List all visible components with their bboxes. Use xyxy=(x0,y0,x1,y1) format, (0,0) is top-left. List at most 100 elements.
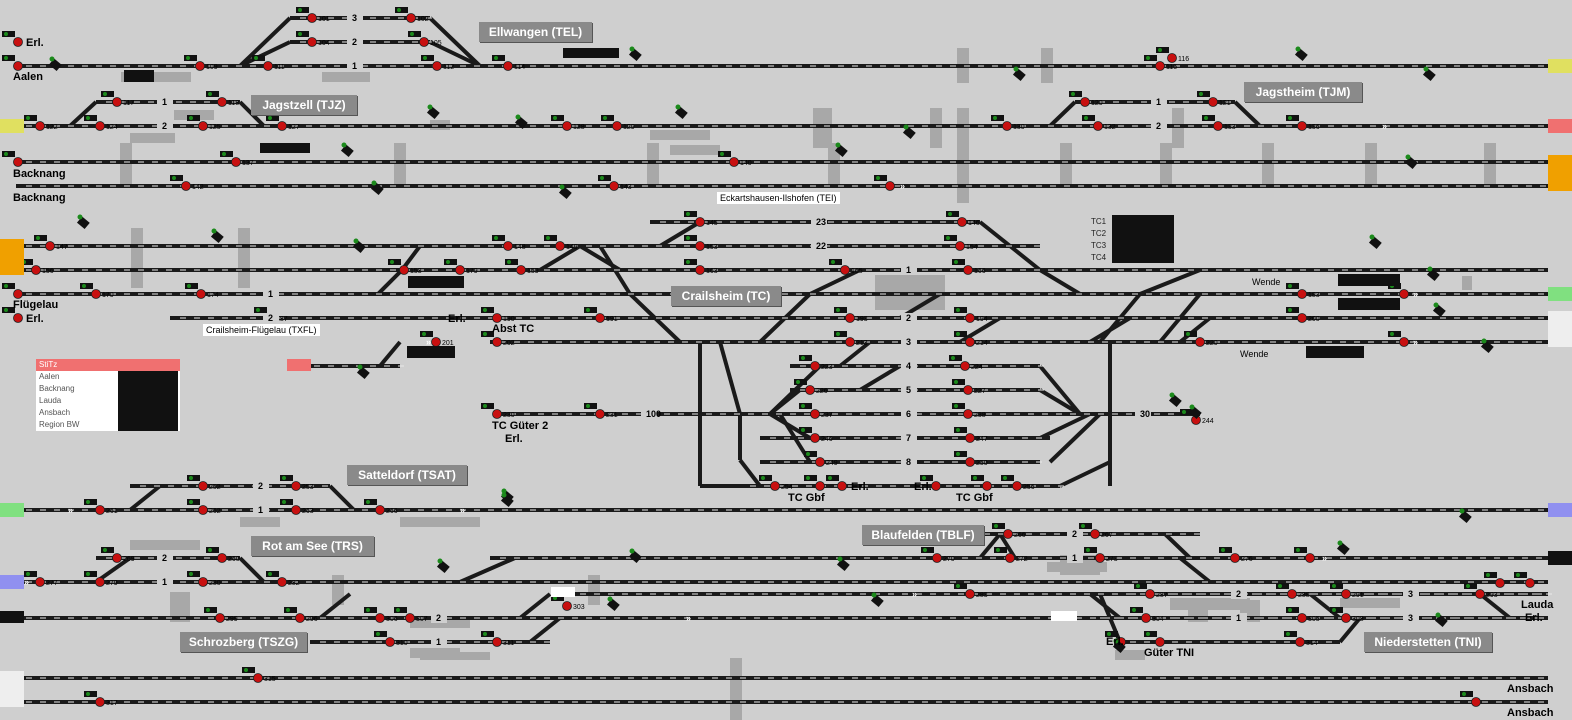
station-box-ellwangen[interactable]: Ellwangen (TEL) xyxy=(479,22,592,42)
station-box-schrozberg[interactable]: Schrozberg (TSZG) xyxy=(180,632,307,652)
switch-lever-32[interactable] xyxy=(1188,406,1202,420)
signal-314[interactable] xyxy=(1295,637,1305,647)
signal-125[interactable] xyxy=(198,121,208,131)
signal-279[interactable] xyxy=(95,577,105,587)
edge-connector-backnang-east[interactable] xyxy=(1548,155,1572,191)
crossover-50[interactable] xyxy=(518,592,552,620)
signal-146[interactable] xyxy=(957,217,967,227)
signal-79[interactable] xyxy=(837,481,847,491)
crossover-38[interactable] xyxy=(738,458,762,488)
signal-118[interactable] xyxy=(217,97,227,107)
train-number-box-1[interactable] xyxy=(563,48,619,58)
crossover-8[interactable] xyxy=(376,268,404,296)
crossover-2[interactable] xyxy=(239,40,291,68)
switch-lever-34[interactable] xyxy=(1434,614,1448,628)
signal-304[interactable] xyxy=(1141,613,1151,623)
edge-connector-blaufelden-east[interactable] xyxy=(1548,551,1572,565)
signal-249[interactable] xyxy=(815,457,825,467)
train-number-box-3[interactable] xyxy=(407,346,455,358)
signal-191[interactable] xyxy=(595,313,605,323)
signal-179[interactable] xyxy=(455,265,465,275)
signal-63[interactable] xyxy=(1399,337,1409,347)
crossover-35[interactable] xyxy=(1048,412,1102,464)
signal-156[interactable] xyxy=(31,265,41,275)
switch-lever-3[interactable] xyxy=(340,144,354,158)
signal-82[interactable] xyxy=(982,481,992,491)
signal-142[interactable] xyxy=(181,181,191,191)
signal-260[interactable] xyxy=(217,553,227,563)
label-ansbach-1[interactable]: Ansbach xyxy=(1507,683,1554,695)
crossover-29[interactable] xyxy=(768,388,802,416)
crossover-16[interactable] xyxy=(1038,268,1082,296)
switch-lever-13[interactable] xyxy=(1422,68,1436,82)
signal-129[interactable] xyxy=(612,121,622,131)
signal-283[interactable] xyxy=(965,589,975,599)
crossover-45[interactable] xyxy=(978,532,1002,560)
switch-lever-4[interactable] xyxy=(370,182,384,196)
signal-253[interactable] xyxy=(291,481,301,491)
crossover-4[interactable] xyxy=(68,100,98,128)
signal-121[interactable] xyxy=(1208,97,1218,107)
label-abst-tc[interactable]: Abst TC xyxy=(492,323,535,335)
signal-277[interactable] xyxy=(35,577,45,587)
signal-31[interactable] xyxy=(885,181,895,191)
signal-230[interactable] xyxy=(492,409,502,419)
signal-317[interactable] xyxy=(95,697,105,707)
signal-170[interactable] xyxy=(91,289,101,299)
train-number-box-5[interactable] xyxy=(1338,298,1400,310)
direction-arrow-3[interactable]: » xyxy=(1413,337,1418,347)
train-number-box-2[interactable] xyxy=(408,276,464,288)
crossover-7[interactable] xyxy=(1233,100,1262,128)
signal-307[interactable] xyxy=(405,613,415,623)
switch-lever-27[interactable] xyxy=(628,550,642,564)
label-erl-aalen[interactable]: Erl. xyxy=(26,37,44,49)
signal-137[interactable] xyxy=(231,157,241,167)
signal-114[interactable] xyxy=(503,61,513,71)
signal-112[interactable] xyxy=(432,61,442,71)
signal-148[interactable] xyxy=(503,241,513,251)
signal-201[interactable] xyxy=(431,337,441,347)
region-legend[interactable]: StiTz Aalen Backnang Lauda Ansbach Regio… xyxy=(36,359,180,431)
signal-153[interactable] xyxy=(695,241,705,251)
direction-arrow-0[interactable]: » xyxy=(1382,121,1387,131)
direction-arrow-4[interactable]: » xyxy=(460,505,465,515)
signal-269[interactable] xyxy=(112,553,122,563)
signal-226[interactable] xyxy=(805,385,815,395)
direction-arrow-8[interactable]: » xyxy=(68,505,73,515)
label-erl-tni[interactable]: Erl. xyxy=(1106,636,1124,648)
crossover-46[interactable] xyxy=(1163,532,1192,560)
label-lauda[interactable]: Lauda xyxy=(1521,599,1554,611)
switch-lever-20[interactable] xyxy=(352,240,366,254)
edge-connector-ansbach-west[interactable] xyxy=(0,671,24,707)
switch-lever-0[interactable] xyxy=(48,58,62,72)
signal-263[interactable] xyxy=(291,505,301,515)
signal-133[interactable] xyxy=(1213,121,1223,131)
signal-81[interactable] xyxy=(931,481,941,491)
edge-connector-stitz[interactable] xyxy=(287,359,311,371)
signal-127[interactable] xyxy=(277,121,287,131)
crossover-20[interactable] xyxy=(718,341,742,415)
edge-connector-schrozberg-west[interactable] xyxy=(0,611,24,623)
signal-227[interactable] xyxy=(963,385,973,395)
switch-lever-1[interactable] xyxy=(76,216,90,230)
signal-35[interactable] xyxy=(13,313,23,323)
signal-247[interactable] xyxy=(965,433,975,443)
crossover-34[interactable] xyxy=(1039,412,1091,440)
label-gueter-tni[interactable]: Güter TNI xyxy=(1144,647,1195,659)
signal-149[interactable] xyxy=(555,241,565,251)
signal-254[interactable] xyxy=(770,481,780,491)
station-box-jagstzell[interactable]: Jagstzell (TJZ) xyxy=(251,95,357,115)
signal-308[interactable] xyxy=(1341,613,1351,623)
label-tc-gbf-1[interactable]: TC Gbf xyxy=(788,492,825,504)
signal-154[interactable] xyxy=(955,241,965,251)
station-box-rotamsee[interactable]: Rot am See (TRS) xyxy=(251,536,374,556)
signal-128[interactable] xyxy=(562,121,572,131)
signal-250[interactable] xyxy=(965,457,975,467)
signal-26[interactable] xyxy=(13,157,23,167)
signal-132[interactable] xyxy=(1093,121,1103,131)
edge-connector-aalen[interactable] xyxy=(1548,59,1572,73)
crossover-36[interactable] xyxy=(1059,460,1111,488)
switch-lever-14[interactable] xyxy=(1404,156,1418,170)
signal-267[interactable] xyxy=(1090,529,1100,539)
signal-174[interactable] xyxy=(196,289,206,299)
